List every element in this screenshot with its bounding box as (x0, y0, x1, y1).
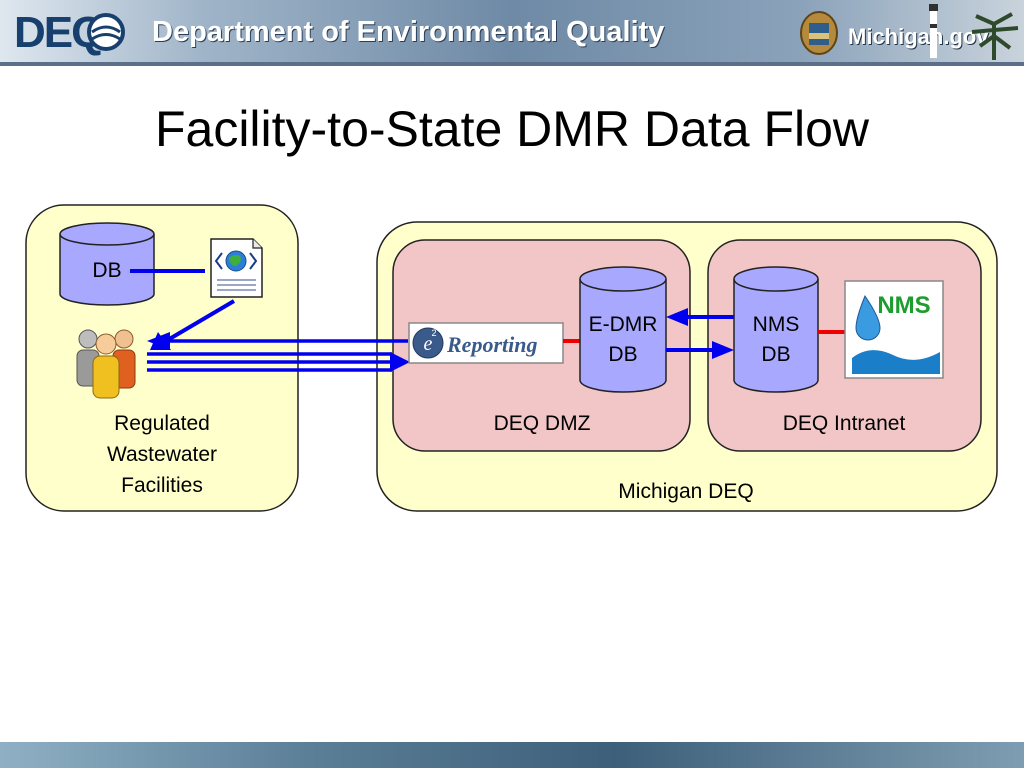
people-group-icon (76, 329, 136, 399)
e2-letter: e (424, 333, 433, 355)
department-title: Department of Environmental Quality (152, 16, 665, 48)
michigan-deq-label: Michigan DEQ (618, 480, 754, 503)
xml-document-icon (210, 238, 263, 298)
footer-strip (0, 742, 1024, 768)
deq-globe-icon (87, 13, 125, 51)
slide-title: Facility-to-State DMR Data Flow (154, 101, 870, 157)
nms-label-line-2: DB (761, 343, 791, 366)
dmz-zone-label: DEQ DMZ (493, 412, 591, 435)
tree-icon (971, 12, 1019, 60)
database-cylinder-icon (59, 222, 155, 306)
database-cylinder-icon (579, 266, 667, 393)
facility-label-line-2: Wastewater (106, 443, 218, 466)
lighthouse-icon (929, 4, 938, 58)
e2-reporting-text: Reporting (446, 332, 537, 357)
nms-logo-text: NMS (877, 292, 930, 319)
nms-label-line-1: NMS (752, 313, 800, 336)
intranet-zone-label: DEQ Intranet (782, 412, 906, 435)
facility-label-line-3: Facilities (121, 474, 203, 497)
edmr-label-line-1: E-DMR (588, 313, 658, 336)
facility-label-line-1: Regulated (114, 412, 210, 435)
nms-water-drop-icon[interactable]: NMS (844, 280, 944, 379)
michigan-seal-icon (800, 11, 838, 55)
michigan-gov-link[interactable]: Michigan.gov (848, 24, 989, 49)
nms-to-edmr-arrowhead (666, 308, 688, 326)
edmr-label-line-2: DB (608, 343, 638, 366)
database-cylinder-icon (733, 266, 819, 393)
e2-reporting-logo[interactable]: e 2 Reporting (408, 322, 564, 364)
banner-divider (0, 62, 1024, 66)
return-arrowhead (147, 332, 170, 350)
edmr-db-label: E-DMR DB (573, 310, 673, 370)
header-banner: DEQ Department of Environmental Quality … (0, 0, 1024, 66)
e2-superscript: 2 (431, 328, 436, 338)
facility-db-label: DB (92, 259, 122, 282)
submit-arrow (164, 299, 236, 343)
submission-arrowhead (390, 352, 410, 372)
facility-group-label: Regulated Wastewater Facilities (62, 408, 262, 501)
nms-db-label: NMS DB (726, 310, 826, 370)
edmr-to-nms-arrowhead (712, 341, 734, 359)
